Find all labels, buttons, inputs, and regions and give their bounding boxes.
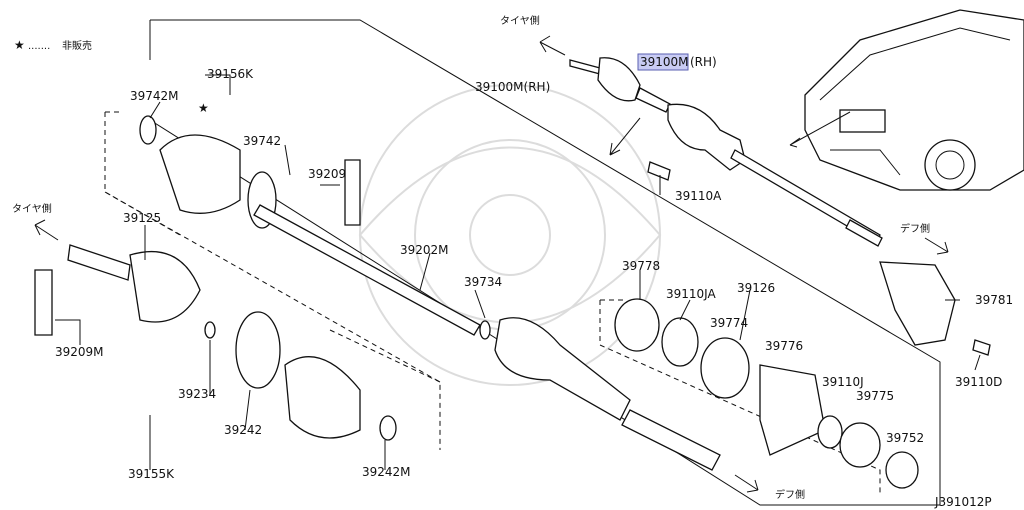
label-39100M-rh: 39100M(RH)	[475, 80, 550, 94]
label-39734: 39734	[464, 275, 502, 289]
diagram-id: J391012P	[934, 495, 992, 509]
label-39209M: 39209M	[55, 345, 104, 359]
svg-text:.......: .......	[28, 41, 50, 52]
label-39781: 39781	[975, 293, 1013, 307]
inner-joint	[494, 317, 631, 421]
tire-side-label-left: タイヤ側	[12, 202, 52, 215]
band-39742M	[139, 115, 157, 145]
bearing-kit-frame	[599, 300, 881, 496]
bearing-39774	[700, 337, 750, 399]
tire-side-label-top: タイヤ側	[500, 14, 540, 27]
highlight-part-number: 39100M	[640, 55, 689, 69]
seal-39752	[885, 451, 919, 489]
seal-39778	[614, 298, 660, 352]
seal-39775	[839, 422, 881, 468]
label-39155K: 39155K	[128, 467, 175, 481]
shaft-stub	[67, 244, 131, 281]
label-39156K: 39156K	[207, 67, 254, 81]
label-39742: 39742	[243, 134, 281, 148]
part-labels: 39100M(RH) 39110A 39742M 39156K ★ 39742 …	[55, 67, 1013, 481]
svg-text:★: ★	[198, 101, 209, 115]
highlighted-part-39100M[interactable]: 39100M (RH)	[637, 53, 717, 71]
ring-39734	[479, 320, 491, 340]
label-39775: 39775	[856, 389, 894, 403]
label-39234: 39234	[178, 387, 216, 401]
diff-side-arrow-right: デフ側	[900, 222, 949, 255]
label-39110A: 39110A	[675, 189, 722, 203]
exploded-parts	[34, 115, 991, 489]
tire-side-arrow-top: タイヤ側	[500, 14, 566, 56]
bracket-39781	[879, 261, 956, 346]
leader-lines	[55, 74, 981, 470]
boot-39156K	[159, 134, 241, 214]
vehicle-illustration	[789, 9, 1024, 191]
tire-side-arrow-left: タイヤ側	[12, 202, 59, 241]
label-39110JA: 39110JA	[666, 287, 717, 301]
label-39202M: 39202M	[400, 243, 449, 257]
label-39110J: 39110J	[822, 375, 864, 389]
diff-side-arrow-bottom: デフ側	[734, 474, 805, 501]
joint-39125	[129, 250, 201, 323]
label-39209: 39209	[308, 167, 346, 181]
diff-side-label-right: デフ側	[900, 222, 930, 235]
label-39776: 39776	[765, 339, 803, 353]
label-39110D: 39110D	[955, 375, 1002, 389]
shaft-39202M	[253, 204, 481, 336]
band-39242M	[379, 415, 397, 441]
label-39125: 39125	[123, 211, 161, 225]
label-39126: 39126	[737, 281, 775, 295]
label-39242M: 39242M	[362, 465, 411, 479]
legend: ★ ....... 非販売	[14, 38, 92, 52]
ring-39234	[204, 321, 216, 339]
label-39242: 39242	[224, 423, 262, 437]
label-39752: 39752	[886, 431, 924, 445]
legend-star: ★	[14, 38, 25, 52]
highlight-part-suffix: (RH)	[690, 55, 717, 69]
inner-shaft	[621, 409, 721, 471]
assembled-drive-shaft	[569, 57, 883, 247]
legend-text: 非販売	[62, 39, 92, 52]
boot-39155K	[284, 356, 361, 439]
label-39742M: 39742M	[130, 89, 179, 103]
bolt-39110D	[972, 339, 991, 356]
label-39774: 39774	[710, 316, 748, 330]
grease-39209	[344, 159, 361, 226]
housing-39776	[759, 364, 826, 456]
ring-39110JA	[661, 317, 699, 367]
grease-39209M	[34, 269, 53, 336]
band-39242	[235, 311, 281, 389]
diff-side-label-bottom: デフ側	[775, 488, 805, 501]
outer-joint-kit-frame	[104, 112, 441, 450]
ring-39110J	[817, 415, 843, 449]
label-39778: 39778	[622, 259, 660, 273]
